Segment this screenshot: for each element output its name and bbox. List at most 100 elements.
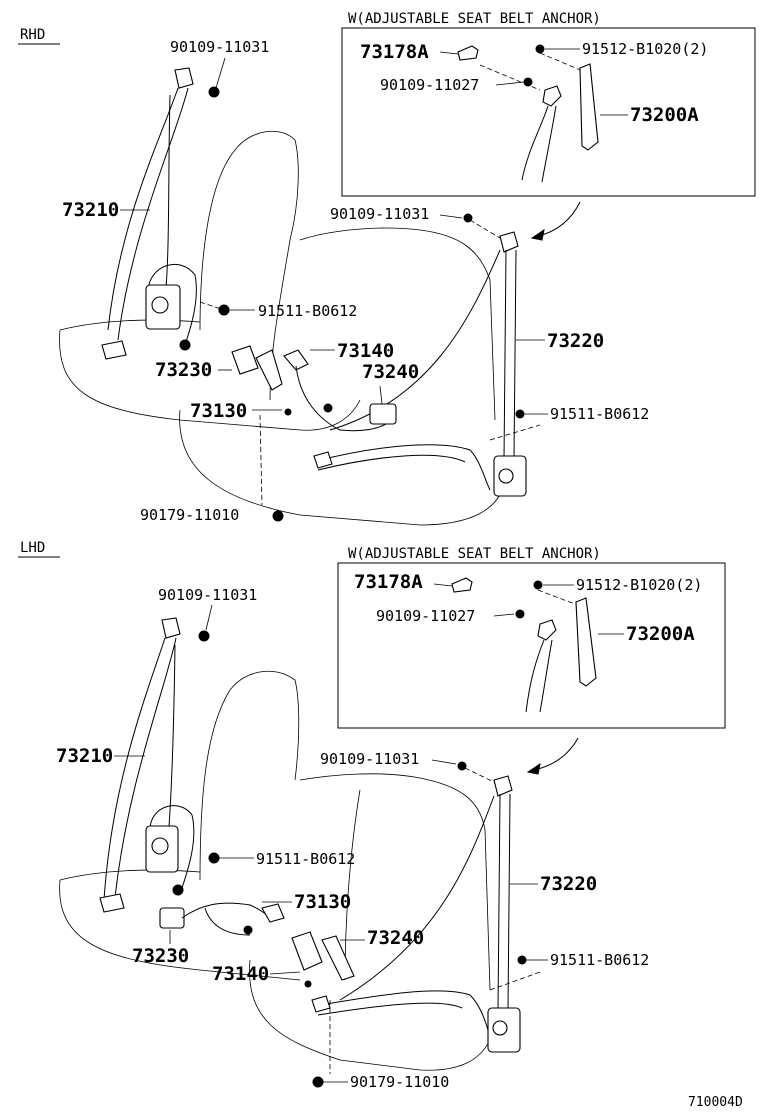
lhd-lower-retractor-reel-icon (492, 1020, 508, 1036)
rhd-retractor-loop (147, 263, 197, 346)
lhd-lap-strap-a (319, 990, 489, 1031)
rhd-seat-cushion-left (59, 329, 361, 431)
rhd-lap-anchor-part (313, 451, 333, 469)
rhd-pillar-strap-b (513, 249, 517, 461)
rhd-dash-11031-b (469, 219, 501, 239)
lhd-seatback-left (199, 671, 300, 881)
rhd-bolt-91512-icon (535, 44, 545, 54)
lhd-leader-90109-11031-a (205, 604, 213, 631)
lhd-bolt-90109-11027-icon (515, 609, 525, 619)
lhd-retractor-loop (149, 805, 195, 889)
rhd-upper-anchor-part (174, 67, 194, 89)
rhd-lower-anchor-part (101, 340, 127, 360)
lhd-buckle-bolt-icon (304, 980, 312, 988)
lhd-dash-91512 (537, 589, 581, 607)
rhd-label-90109-11027: 90109-11027 (380, 76, 479, 94)
lhd-belt-strap-vertical (167, 644, 176, 841)
rhd-pillar-strap-a (503, 249, 507, 461)
lhd-label-90109-11027: 90109-11027 (376, 607, 475, 625)
rhd-center-buckles: 73140 73230 73240 73130 90179-11010 (140, 340, 419, 524)
rhd-retractor-reel-icon (151, 296, 169, 314)
rhd-box-belt-left (521, 105, 549, 181)
rhd-tongue-73140-part (283, 349, 309, 371)
rhd-seat-outline (59, 131, 506, 526)
lhd-bolt-90109-11031-b-icon (457, 761, 467, 771)
rhd-label-73178a: 73178A (360, 41, 429, 63)
rhd-center-bolt-icon (323, 403, 333, 413)
rhd-diagonal-strap (329, 249, 501, 431)
lhd-seat-cushion-left (59, 879, 301, 981)
rhd-leader-90109-11031-b (439, 214, 463, 219)
rhd-seatback-left (199, 131, 299, 331)
rhd-dash-90179 (259, 414, 263, 506)
lhd-bolt-91511-a-icon (208, 852, 220, 864)
rhd-buckle-73230-part (231, 345, 259, 375)
lhd-lap-strap-b (317, 1002, 463, 1016)
lhd-label-73210: 73210 (56, 745, 113, 767)
rhd-center-strap (295, 365, 393, 432)
lhd-box-belt-left (525, 639, 545, 713)
rhd-detail-arrowhead-icon (530, 228, 545, 241)
lhd-anchor-slider-part (537, 619, 557, 641)
rhd-buckle-73130-part (255, 349, 283, 391)
rhd-bolt-90179-icon (272, 510, 284, 522)
lhd-pillar-strap-b (507, 793, 511, 1011)
rhd-label-90179: 90179-11010 (140, 506, 239, 524)
lhd-leader-90109-11027 (493, 613, 515, 617)
lhd-label-90179: 90179-11010 (350, 1073, 449, 1091)
rhd-outer-belt-73210: 90109-11031 73210 91511-B0612 (62, 38, 357, 360)
rhd-belt-strap-inner (117, 87, 189, 341)
lhd-seat-cushion-top (59, 869, 201, 881)
lhd-center-buckles: 73130 73240 73230 73140 90179-11010 (132, 891, 449, 1091)
lhd-anchor-cover-part (451, 577, 473, 593)
rhd-lower-retractor-reel-icon (498, 468, 514, 484)
lhd-seat-divider (344, 789, 361, 981)
rhd-inner-belt-73220: 90109-11031 73220 91511-B0612 (313, 205, 649, 497)
lhd-seatback-right (299, 773, 491, 991)
lhd-lap-anchor-part (311, 995, 331, 1013)
diagram-code: 710004D (688, 1095, 743, 1110)
lhd-outer-belt-73210: 90109-11031 73210 91511-B0612 (56, 586, 355, 913)
lhd-box-belt-right (539, 639, 553, 713)
lhd-label-91511-b: 91511-B0612 (550, 951, 649, 969)
lhd-box-title: W(ADJUSTABLE SEAT BELT ANCHOR) (348, 546, 601, 562)
rhd-box-frame (341, 27, 756, 197)
rhd-lap-strap-a (319, 444, 491, 491)
rhd-dash-91511-b (489, 424, 541, 441)
rhd-seatback-right (299, 227, 496, 421)
rhd-leader-90109-11031-a (215, 57, 226, 89)
rhd-pillar-anchor-part (499, 231, 519, 253)
rhd-label-91512: 91512-B1020(2) (582, 40, 708, 58)
rhd-anchor-slider-part (542, 85, 562, 107)
lhd-label-73130: 73130 (294, 891, 351, 913)
rhd-dash-11027 (479, 64, 541, 91)
rhd-belt-strap-vertical (164, 94, 171, 301)
rhd-section-label: RHD (20, 27, 45, 43)
lhd-label-91511-a: 91511-B0612 (256, 850, 355, 868)
rhd-anchor-cover-part (457, 45, 479, 61)
lhd-label-73140: 73140 (212, 963, 269, 985)
lhd-label-73230: 73230 (132, 945, 189, 967)
lhd-bolt-91511-b-icon (517, 955, 527, 965)
rhd-label-73210: 73210 (62, 199, 119, 221)
lhd-section: LHD W(ADJUSTABLE SEAT BELT ANCHOR) 73178… (18, 540, 726, 1091)
rhd-label-73240: 73240 (362, 361, 419, 383)
lhd-leader-73140 (269, 971, 301, 975)
rhd-bolt-90109-11031-a-icon (208, 86, 220, 98)
lhd-buckle-73240-part (321, 935, 355, 981)
lhd-detail-arrow (533, 737, 579, 771)
rhd-label-73230: 73230 (155, 359, 212, 381)
lhd-retractor-reel-icon (151, 837, 169, 855)
rhd-buckle-73240-part (369, 403, 397, 425)
rhd-label-73140: 73140 (337, 340, 394, 362)
lhd-label-90109-11031-a: 90109-11031 (158, 586, 257, 604)
lhd-seat-cushion-right (249, 959, 491, 1071)
lhd-center-bolt-icon (243, 925, 253, 935)
lhd-upper-anchor-part (161, 617, 181, 639)
rhd-label-73200a: 73200A (630, 104, 699, 126)
lhd-pillar-anchor-part (493, 775, 513, 797)
rhd-bolt-91511-b-icon (515, 409, 525, 419)
lhd-retractor-bolt-icon (172, 884, 184, 896)
rhd-leader-73178a (439, 51, 459, 55)
lhd-dash-11031-b (464, 767, 495, 783)
